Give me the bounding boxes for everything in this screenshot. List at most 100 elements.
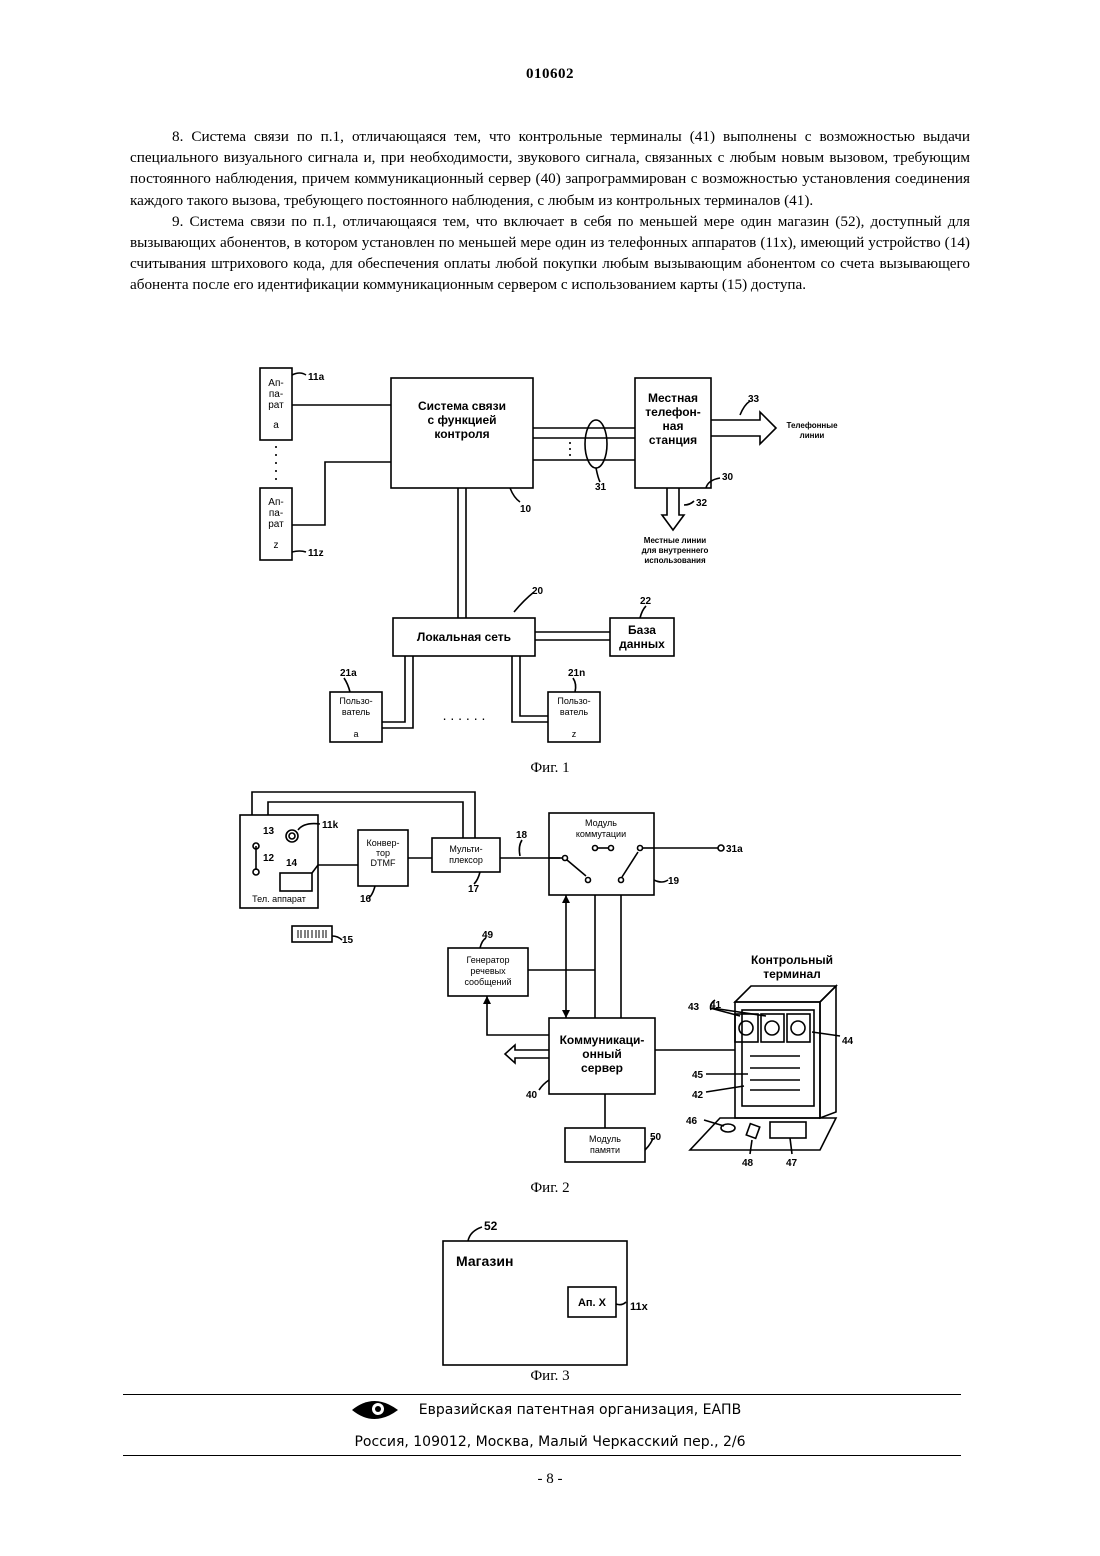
converter-l3: DTMF <box>371 858 396 868</box>
apparat-a-l3: рат <box>268 400 284 411</box>
arrow-local-lines <box>662 488 684 530</box>
phone-label: Тел. аппарат <box>252 894 306 904</box>
phone-handset <box>286 830 298 842</box>
line-z-system <box>292 462 391 525</box>
ref-16: 16 <box>360 894 372 905</box>
server-l1: Коммуникаци- <box>560 1033 645 1047</box>
converter-l1: Конвер- <box>367 838 400 848</box>
apparat-a-l4: а <box>273 420 279 431</box>
ref-11x: 11x <box>630 1301 649 1313</box>
lan-label: Локальная сеть <box>417 630 511 644</box>
footer-rule-bottom <box>123 1455 961 1456</box>
page-number: - 8 - <box>0 1471 1100 1488</box>
apparat-z-l1: Ап- <box>268 497 283 508</box>
users-dots: . . . . . . <box>443 707 486 723</box>
mux-l2: плексор <box>449 855 483 865</box>
ref-21n: 21n <box>568 668 585 679</box>
ref-30: 30 <box>722 472 734 483</box>
leader-11z <box>292 551 306 552</box>
apparat-z-l3: рат <box>268 519 284 530</box>
leader-22 <box>640 606 646 618</box>
apparat-z-l2: па- <box>269 508 283 519</box>
system-label-l1: Система связи <box>418 399 506 413</box>
ref-45: 45 <box>692 1070 704 1081</box>
user-z-l3: z <box>572 729 577 739</box>
ref-22: 22 <box>640 596 652 607</box>
ref-15: 15 <box>342 935 354 946</box>
terminal-side <box>820 986 836 1118</box>
ref-31: 31 <box>595 482 607 493</box>
switch-l1: Модуль <box>585 818 617 828</box>
fig1-caption: Фиг. 1 <box>530 760 569 776</box>
switch-l2: коммутации <box>576 829 626 839</box>
pen-icon <box>746 1124 760 1139</box>
ref-49: 49 <box>482 930 494 941</box>
ref-18: 18 <box>516 830 528 841</box>
ref-46: 46 <box>686 1116 698 1127</box>
leader-31 <box>596 468 600 482</box>
terminal-title-l1: Контрольный <box>751 953 833 967</box>
db-label-l1: База <box>628 623 656 637</box>
lan-user-z-2 <box>520 656 548 716</box>
ref-52: 52 <box>484 1219 498 1233</box>
ref-19: 19 <box>668 876 680 887</box>
memory-l2: памяти <box>590 1145 620 1155</box>
fig3-caption: Фиг. 3 <box>530 1368 569 1384</box>
ref-48: 48 <box>742 1158 754 1169</box>
voice-gen-l1: Генератор <box>466 955 509 965</box>
lan-user-a-2 <box>382 656 413 728</box>
terminal-title-l2: терминал <box>763 967 821 981</box>
user-z-l2: ватель <box>560 707 588 717</box>
terminal-top <box>735 986 836 1002</box>
arrow-phone-lines <box>711 412 776 444</box>
ref-11a: 11a <box>308 372 325 383</box>
keypad-icon <box>770 1122 806 1138</box>
exchange-l3: ная <box>663 419 684 433</box>
ref-50: 50 <box>650 1132 662 1143</box>
user-a-l1: Пользо- <box>339 696 372 706</box>
ref-41: 41 <box>710 1000 722 1011</box>
lan-user-a-1 <box>382 656 405 722</box>
apparat-x-label: Ап. X <box>578 1297 607 1309</box>
ref-40: 40 <box>526 1090 538 1101</box>
ref-43: 43 <box>688 1002 700 1013</box>
footer-address: Россия, 109012, Москва, Малый Черкасский… <box>0 1434 1100 1450</box>
leader-30 <box>706 478 720 488</box>
local-lines-l1: Местные линии <box>644 536 706 545</box>
ref-21a: 21a <box>340 668 357 679</box>
converter-l2: тор <box>376 848 390 858</box>
mux-l1: Мульти- <box>449 844 482 854</box>
user-z-l1: Пользо- <box>557 696 590 706</box>
apparat-z-l4: z <box>274 540 279 551</box>
ref-11z: 11z <box>308 548 324 559</box>
memory-l1: Модуль <box>589 1134 621 1144</box>
leader-10 <box>510 488 520 502</box>
ref-20: 20 <box>532 586 544 597</box>
ref-11k: 11k <box>322 820 339 831</box>
server-l2: онный <box>582 1047 621 1061</box>
local-lines-l2: для внутреннего <box>642 546 709 555</box>
local-lines-l3: использования <box>644 556 706 565</box>
ref-14: 14 <box>286 858 298 869</box>
db-label-l2: данных <box>619 637 665 651</box>
ref-44: 44 <box>842 1036 854 1047</box>
card-barcode <box>298 930 326 938</box>
ref-31a: 31a <box>726 844 743 855</box>
leader-21n <box>573 678 576 692</box>
voice-gen-l2: речевых <box>470 966 506 976</box>
user-a-l3: а <box>353 729 358 739</box>
server-out-arrow <box>505 1045 549 1063</box>
shop-label: Магазин <box>456 1253 513 1269</box>
voice-gen-l3: сообщений <box>464 977 511 987</box>
fig2-caption: Фиг. 2 <box>530 1180 569 1196</box>
leader-21a <box>344 678 350 692</box>
footer-rule-top <box>123 1394 961 1395</box>
leader-32 <box>684 501 694 505</box>
phone-converter-line <box>312 865 358 873</box>
ref-13: 13 <box>263 826 275 837</box>
apparat-a-l1: Ап- <box>268 378 283 389</box>
ref-32: 32 <box>696 498 708 509</box>
server-voice-line <box>487 996 549 1035</box>
terminal-front <box>735 1002 820 1118</box>
